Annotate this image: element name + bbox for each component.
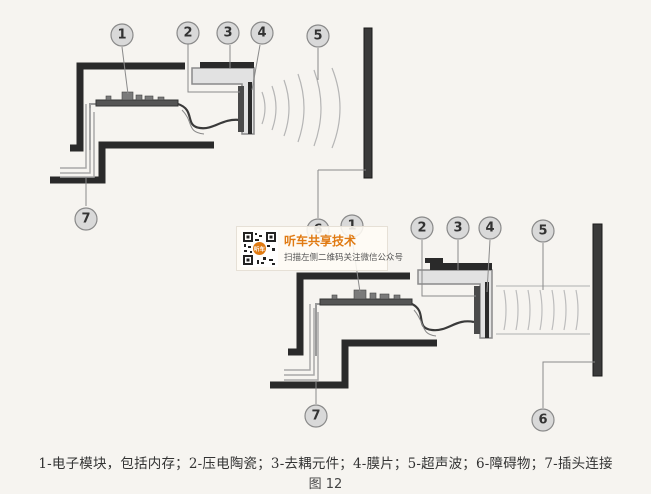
callout-2-top: 2 (176, 21, 200, 45)
sensor-assembly-top: 1 2 3 4 5 6 7 (50, 21, 373, 242)
qr-logo-text: 听车 (254, 245, 266, 253)
piezo-ceramic (238, 86, 244, 132)
callout-7-top: 7 (74, 207, 98, 231)
callout-4-top: 4 (250, 21, 274, 45)
electronic-module-board (319, 298, 413, 306)
figure-caption: 1-电子模块，包括内存；2-压电陶瓷；3-去耦元件；4-膜片；5-超声波；6-障… (38, 456, 613, 472)
obstacle (592, 223, 603, 377)
piezo-ceramic (474, 286, 480, 334)
watermark-subtitle: 扫描左侧二维码关注微信公众号 (284, 253, 404, 263)
plug-connection-wires (284, 304, 319, 381)
housing-outer-wall (288, 272, 410, 356)
housing-outer-wall (70, 62, 185, 152)
svg-text:7: 7 (81, 212, 90, 227)
svg-text:7: 7 (311, 409, 320, 424)
housing-gray-wall (315, 303, 322, 356)
callout-3-top: 3 (216, 21, 240, 45)
qr-code-icon: 听车 (241, 230, 278, 267)
callout-5-bottom: 5 (531, 219, 555, 243)
svg-text:4: 4 (257, 26, 266, 41)
svg-text:5: 5 (313, 29, 322, 44)
svg-text:2: 2 (183, 26, 192, 41)
callout-3-bottom: 3 (446, 216, 470, 240)
svg-text:3: 3 (223, 26, 232, 41)
svg-text:2: 2 (417, 221, 426, 236)
housing-inner-wall (270, 339, 437, 389)
callout-5-top: 5 (306, 24, 330, 48)
svg-text:3: 3 (453, 221, 462, 236)
callout-1-top: 1 (110, 23, 134, 47)
figure-label: 图 12 (308, 477, 343, 492)
module-components (105, 91, 165, 101)
ultrasonic-waves (496, 285, 590, 335)
housing-gray-wall (89, 103, 96, 150)
membrane (248, 82, 252, 134)
piezo-cable (411, 303, 475, 332)
svg-text:5: 5 (538, 224, 547, 239)
ultrasonic-waves (261, 67, 341, 149)
callout-2-bottom: 2 (410, 216, 434, 240)
piezo-cable (177, 102, 241, 130)
svg-text:4: 4 (485, 221, 494, 236)
svg-text:1: 1 (117, 28, 126, 43)
obstacle (363, 27, 373, 179)
decoupling-element (191, 67, 255, 135)
callout-6-bottom: 6 (531, 408, 555, 432)
callout-7-bottom: 7 (304, 404, 328, 428)
module-components (331, 289, 401, 300)
callout-4-bottom: 4 (478, 216, 502, 240)
housing-inner-wall (50, 141, 214, 184)
wechat-watermark: 听车 听车共享技术 扫描左侧二维码关注微信公众号 (236, 226, 403, 271)
watermark-title: 听车共享技术 (284, 234, 357, 248)
membrane (485, 282, 489, 338)
svg-text:6: 6 (538, 413, 547, 428)
plug-connection-wires (60, 104, 95, 178)
decoupling-element (417, 269, 493, 339)
electronic-module-board (95, 99, 179, 107)
sensor-assembly-bottom: 1 2 3 4 5 6 7 (270, 214, 603, 432)
